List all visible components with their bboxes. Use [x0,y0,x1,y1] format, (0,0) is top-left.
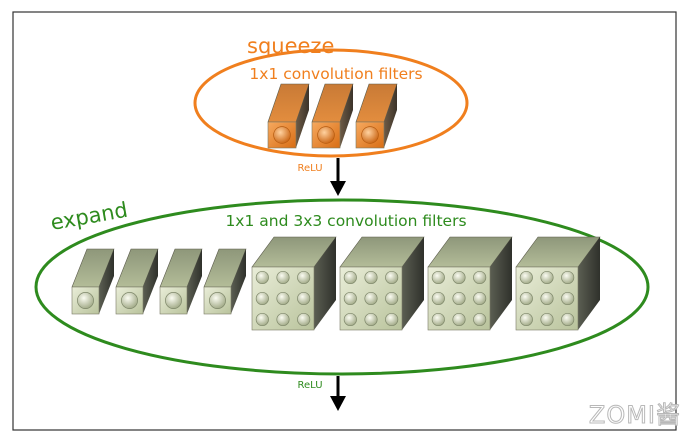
outer-frame [12,11,677,431]
expand-3x3-filters [251,236,601,331]
expand-filter-1x1 [203,248,247,315]
expand-filter-3x3 [427,236,513,331]
squeeze-relu-label: ReLU [297,163,322,174]
squeeze-ellipse [193,48,469,158]
expand-filter-1x1 [71,248,115,315]
squeeze-caption: 1x1 convolution filters [249,65,422,83]
expand-filter-1x1 [159,248,203,315]
squeeze-filters [267,83,398,149]
expand-filter-3x3 [251,236,337,331]
expand-caption: 1x1 and 3x3 convolution filters [225,212,466,230]
squeeze-filter-1x1 [311,83,354,149]
expand-output-arrow [330,376,346,411]
expand-filter-3x3 [515,236,601,331]
squeeze-filter-1x1 [355,83,398,149]
expand-relu-label: ReLU [297,380,322,391]
expand-ellipse [34,198,650,376]
squeeze-filter-1x1 [267,83,310,149]
expand-filter-3x3 [339,236,425,331]
expand-1x1-filters [71,248,247,315]
squeeze-label: squeeze [247,34,334,58]
squeeze-to-expand-arrow [330,158,346,196]
watermark: ZOMI酱 [589,401,681,429]
expand-filter-1x1 [115,248,159,315]
